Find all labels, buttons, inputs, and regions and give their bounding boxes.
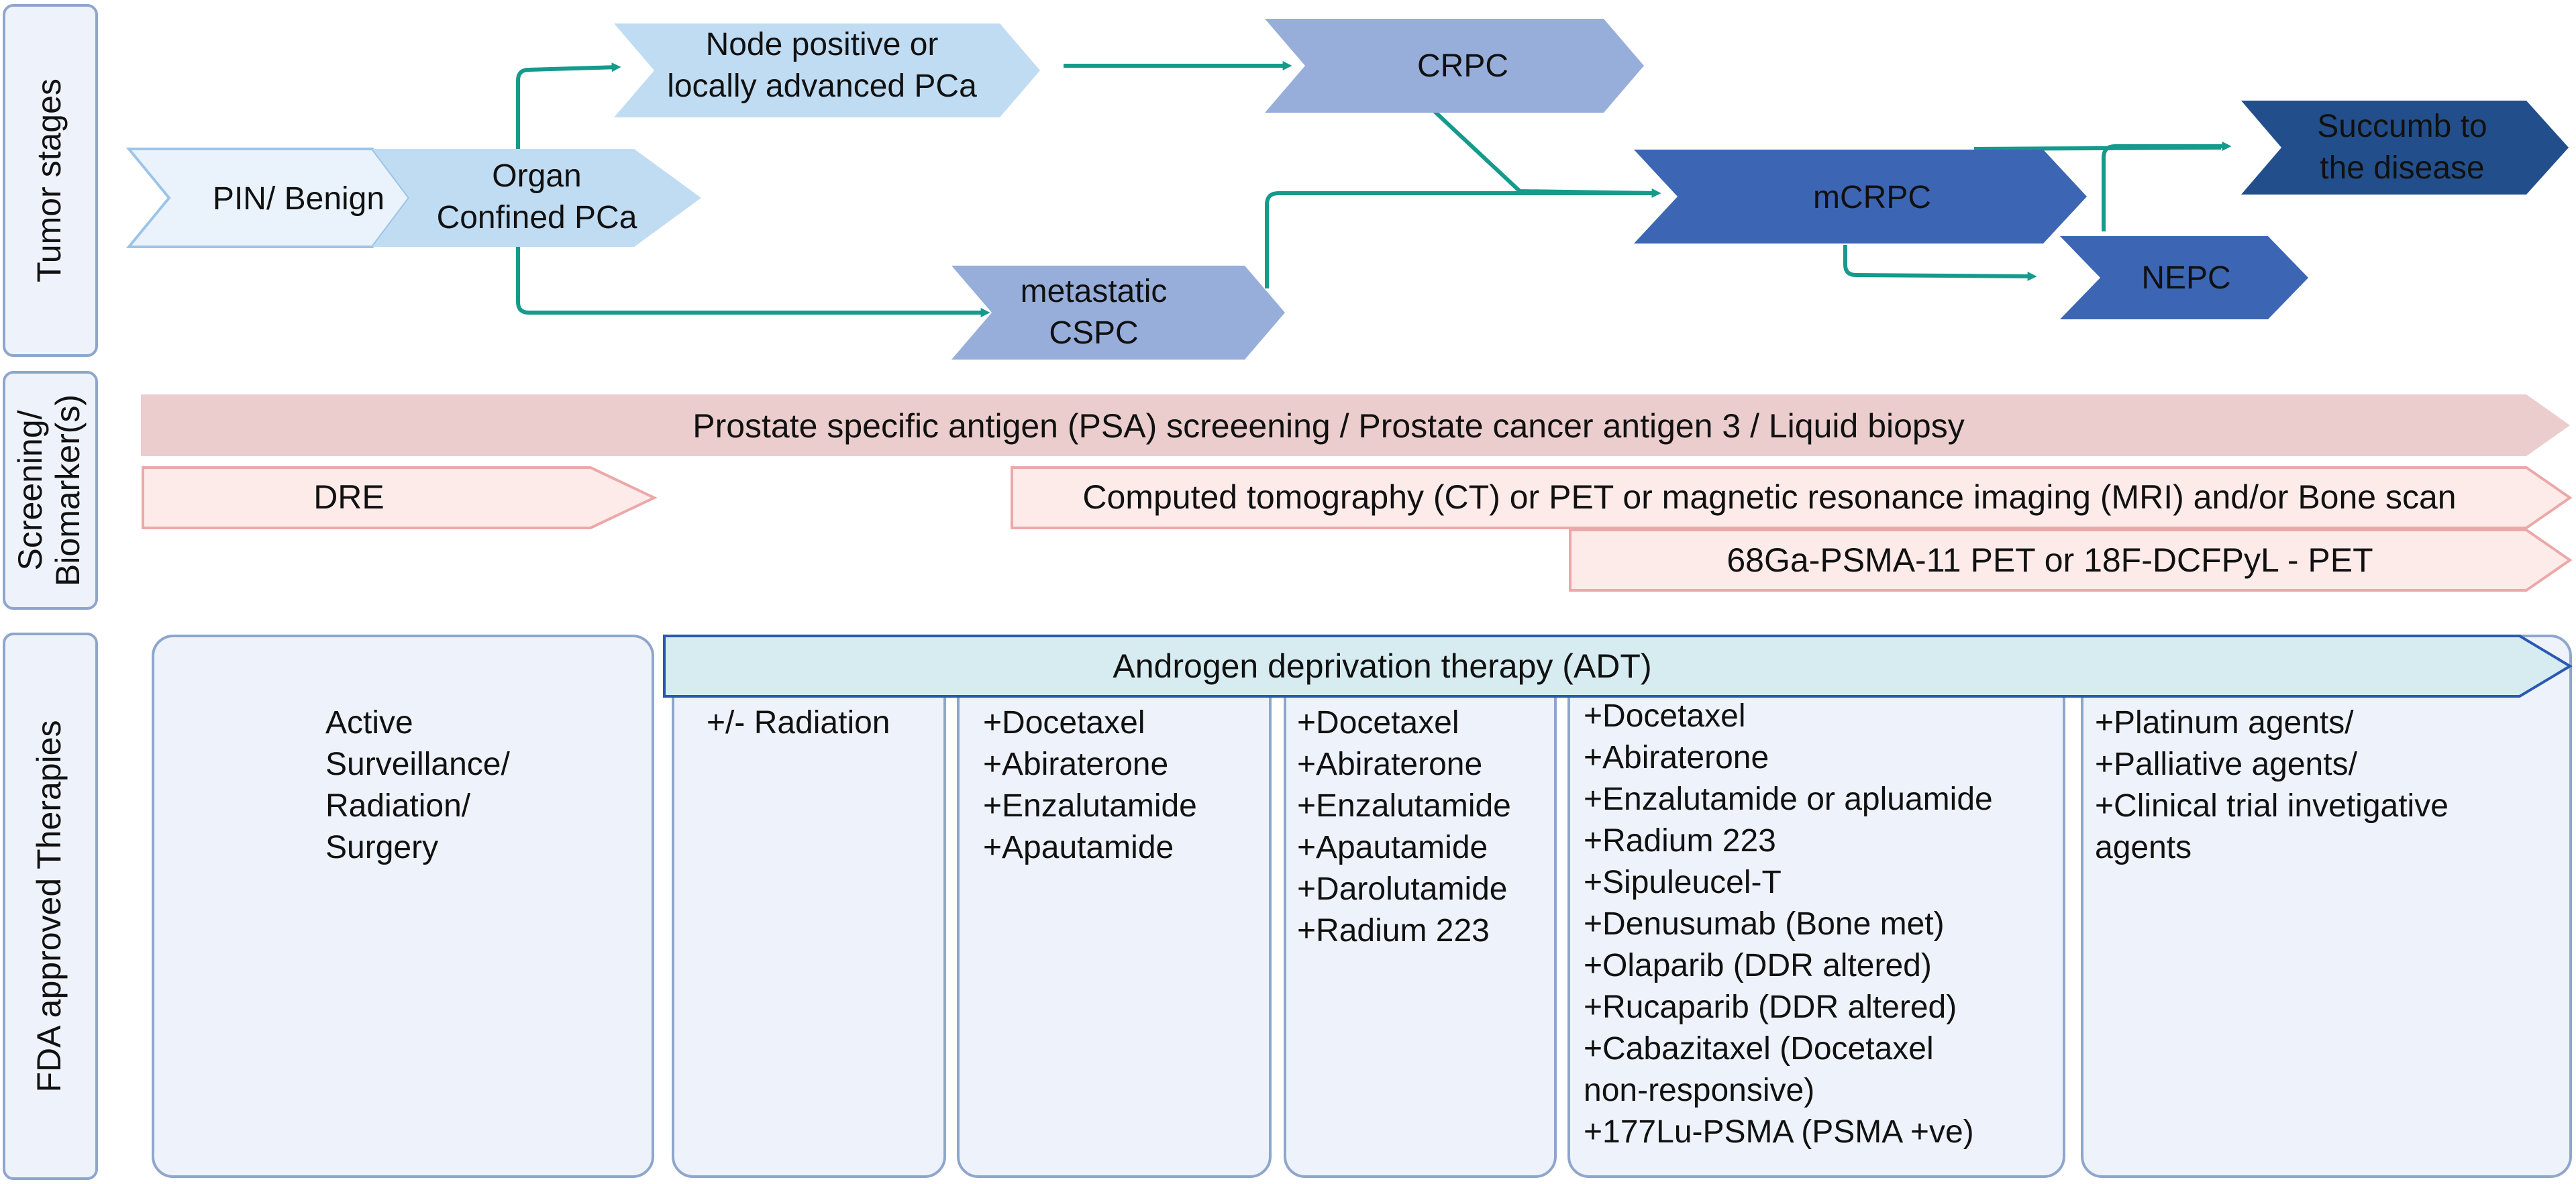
therapy-col5-line: +Docetaxel — [1584, 698, 1745, 734]
bar-imaging: Computed tomography (CT) or PET or magne… — [1011, 466, 2573, 529]
section-tumor-stages: Tumor stages — [3, 4, 98, 357]
connector-mcrpc-to-nepc — [1843, 245, 2037, 281]
stage-succumb-line1: Succumb to — [2317, 109, 2487, 144]
therapy-col1-line: Active — [325, 705, 413, 741]
section-label-therapies: FDA approved Therapies — [30, 720, 68, 1093]
stage-mcspc-line2: CSPC — [1049, 315, 1138, 351]
stage-succumb: Succumb to the disease — [2241, 101, 2569, 195]
stage-node-positive: Node positive or locally advanced PCa — [614, 23, 1040, 117]
bar-dre: DRE — [142, 466, 658, 529]
therapy-col4-line: +Abiraterone — [1297, 747, 1482, 782]
therapy-col-2: +/- Radiation — [707, 705, 890, 741]
therapy-col-1: Active Surveillance/ Radiation/ Surgery — [325, 705, 510, 865]
therapy-col5-line: +Denusumab (Bone met) — [1584, 906, 1945, 942]
therapy-col-5: +Docetaxel +Abiraterone +Enzalutamide or… — [1584, 698, 1993, 1150]
stage-connectors — [516, 61, 2232, 317]
stage-node-line2: locally advanced PCa — [667, 68, 977, 104]
section-label-tumor: Tumor stages — [30, 78, 68, 282]
section-label-screening-line1: Screening/ — [11, 410, 49, 570]
stage-organ-confined: Organ Confined PCa — [372, 149, 701, 247]
therapy-col-4: +Docetaxel +Abiraterone +Enzalutamide +A… — [1297, 705, 1511, 949]
connector-metastatic-to-mcrpc — [1265, 191, 1657, 288]
stage-nepc-label: NEPC — [2141, 260, 2230, 296]
stage-pin-benign: PIN/ Benign — [125, 148, 411, 248]
stage-pin-label: PIN/ Benign — [213, 181, 384, 217]
stage-organ-line2: Confined PCa — [437, 200, 637, 235]
stage-mcrpc-label: mCRPC — [1813, 180, 1931, 215]
therapy-col5-line: +Olaparib (DDR altered) — [1584, 948, 1932, 983]
therapy-col5-line: +177Lu-PSMA (PSMA +ve) — [1584, 1114, 1974, 1150]
therapy-col1-line: Surveillance/ — [325, 747, 510, 782]
therapy-col3-line: +Apautamide — [983, 830, 1174, 865]
stage-nepc: NEPC — [2060, 236, 2308, 319]
therapy-col-6: +Platinum agents/ +Palliative agents/ +C… — [2095, 705, 2449, 865]
therapy-panel-1 — [152, 635, 654, 1178]
therapy-col5-line: +Cabazitaxel (Docetaxel — [1584, 1031, 1934, 1067]
stage-succumb-line2: the disease — [2320, 150, 2485, 186]
therapy-col6-line: +Platinum agents/ — [2095, 705, 2354, 741]
therapy-col6-line: +Palliative agents/ — [2095, 747, 2358, 782]
bar-psma-pet: 68Ga-PSMA-11 PET or 18F-DCFPyL - PET — [1569, 529, 2573, 592]
stage-crpc-label: CRPC — [1417, 48, 1508, 84]
section-therapies: FDA approved Therapies — [3, 633, 98, 1180]
therapy-col5-line: +Enzalutamide or apluamide — [1584, 782, 1993, 817]
therapy-col2-line: +/- Radiation — [707, 705, 890, 741]
therapy-col-3: +Docetaxel +Abiraterone +Enzalutamide +A… — [983, 705, 1197, 865]
stage-metastatic-cspc: metastatic CSPC — [951, 266, 1285, 360]
therapy-col5-line: +Sipuleucel-T — [1584, 865, 1782, 900]
bar-dre-label: DRE — [313, 478, 384, 516]
adt-label: Androgen deprivation therapy (ADT) — [1113, 647, 1651, 685]
stage-mcrpc: mCRPC — [1634, 150, 2087, 244]
therapy-col3-line: +Abiraterone — [983, 747, 1168, 782]
therapy-col4-line: +Darolutamide — [1297, 871, 1508, 907]
connector-organ-to-node — [516, 62, 621, 154]
therapy-col4-line: +Docetaxel — [1297, 705, 1459, 741]
stage-organ-line1: Organ — [492, 158, 581, 194]
bar-psa-label: Prostate specific antigen (PSA) screeeni… — [692, 407, 1965, 445]
therapy-col5-line: non-responsive) — [1584, 1073, 1814, 1108]
therapy-col3-line: +Enzalutamide — [983, 788, 1197, 824]
therapy-col6-line: agents — [2095, 830, 2192, 865]
stage-mcspc-line1: metastatic — [1021, 274, 1168, 309]
therapy-col5-line: +Rucaparib (DDR altered) — [1584, 989, 1957, 1025]
section-label-screening-line2: Biomarker(s) — [49, 394, 87, 586]
therapy-col1-line: Surgery — [325, 830, 438, 865]
therapy-col6-line: +Clinical trial invetigative — [2095, 788, 2449, 824]
therapy-col1-line: Radiation/ — [325, 788, 471, 824]
bar-psma-label: 68Ga-PSMA-11 PET or 18F-DCFPyL - PET — [1727, 541, 2373, 579]
therapy-col3-line: +Docetaxel — [983, 705, 1145, 741]
stage-crpc: CRPC — [1265, 19, 1644, 113]
therapy-col4-line: +Enzalutamide — [1297, 788, 1511, 824]
therapy-col5-line: +Radium 223 — [1584, 823, 1776, 859]
connector-nepc-to-succumb — [2102, 142, 2232, 231]
connector-organ-to-metastatic — [516, 245, 990, 317]
stage-node-line1: Node positive or — [706, 27, 939, 62]
bar-psa-screening: Prostate specific antigen (PSA) screeeni… — [141, 394, 2570, 456]
therapy-col4-line: +Apautamide — [1297, 830, 1488, 865]
adt-banner: Androgen deprivation therapy (ADT) — [663, 635, 2573, 698]
therapy-col4-line: +Radium 223 — [1297, 913, 1490, 949]
section-screening: Screening/ Biomarker(s) — [3, 371, 98, 610]
therapy-col5-line: +Abiraterone — [1584, 740, 1769, 775]
bar-imaging-label: Computed tomography (CT) or PET or magne… — [1082, 478, 2456, 516]
